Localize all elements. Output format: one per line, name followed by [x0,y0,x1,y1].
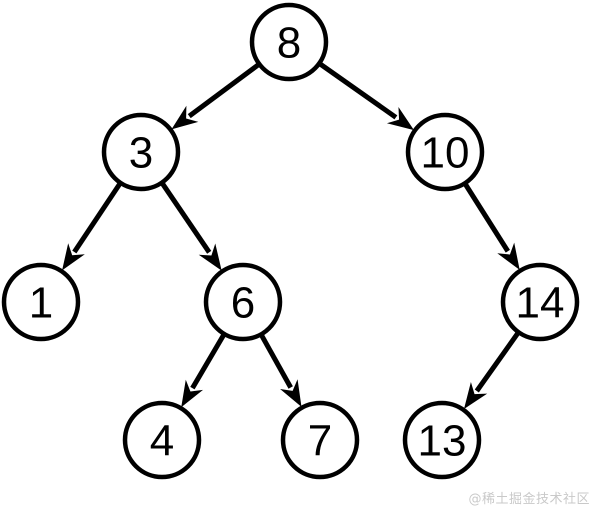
tree-edge [160,182,212,254]
tree-node-13[interactable]: 13 [402,400,482,480]
nodes-layer: 8 3 10 1 6 14 4 7 13 [1,2,580,480]
node-circle [500,262,580,342]
node-circle [203,262,283,342]
edge-arrowhead [181,379,204,408]
tree-node-14[interactable]: 14 [500,262,580,342]
tree-edge [187,62,260,119]
node-circle [1,262,81,342]
node-label: 13 [418,417,467,466]
edge-arrowhead [198,243,222,271]
node-circle [249,2,329,82]
edge-arrowhead [62,243,85,271]
tree-node-7[interactable]: 7 [280,400,360,480]
tree-node-10[interactable]: 10 [405,112,485,192]
node-circle [101,112,181,192]
node-label: 4 [150,417,174,466]
tree-edge [318,61,398,120]
tree-node-6[interactable]: 6 [203,262,283,342]
watermark-text: @稀土掘金技术社区 [468,492,590,507]
edge-arrowhead [280,379,302,407]
edge-arrowhead [464,382,488,410]
edges-layer [62,61,521,410]
node-label: 14 [516,279,565,328]
node-label: 10 [421,129,470,178]
node-circle [405,112,485,192]
node-label: 8 [277,19,301,68]
tree-edge [190,333,226,390]
node-label: 1 [29,279,53,328]
tree-edge [474,331,521,393]
tree-node-1[interactable]: 1 [1,262,81,342]
edge-arrowhead [497,242,520,270]
tree-node-3[interactable]: 3 [101,112,181,192]
node-label: 6 [231,279,255,328]
node-circle [280,400,360,480]
node-label: 7 [308,417,332,466]
tree-edge [259,333,293,389]
tree-edge [72,182,123,254]
tree-node-4[interactable]: 4 [122,400,202,480]
tree-node-8[interactable]: 8 [249,2,329,82]
edge-arrowhead [171,105,199,130]
tree-edge [463,182,510,253]
node-circle [402,400,482,480]
edge-arrowhead [386,106,414,131]
node-label: 3 [129,129,153,178]
node-circle [122,400,202,480]
